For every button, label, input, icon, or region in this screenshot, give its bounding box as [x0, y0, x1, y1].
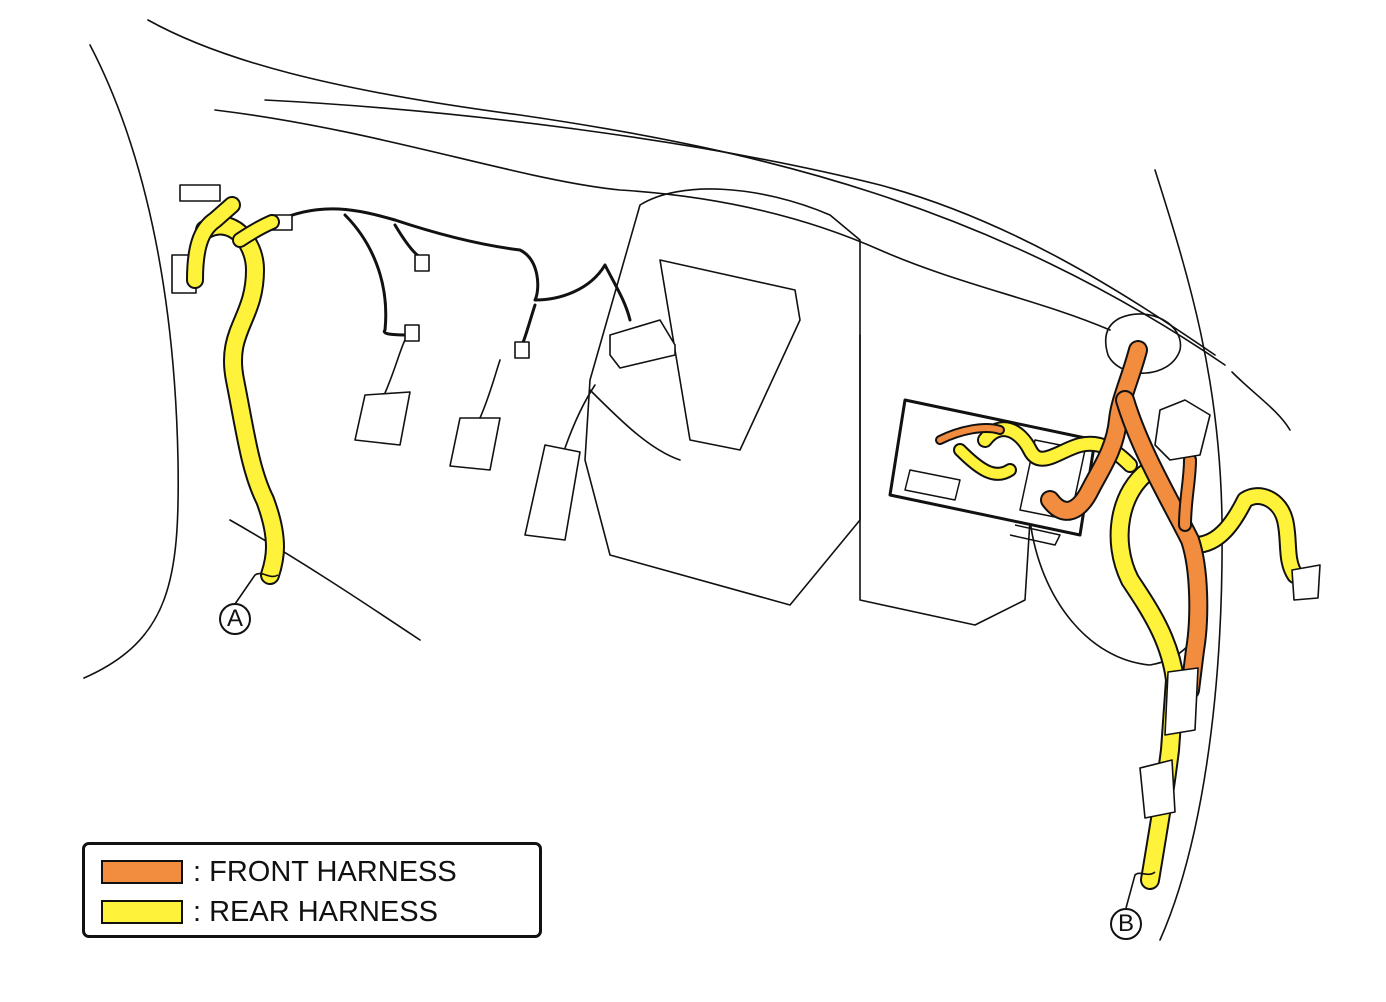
dash-wiring-branch-2	[393, 223, 427, 260]
brake-pedal	[449, 359, 501, 471]
connector-right-lower	[1139, 759, 1176, 819]
connector-left-top	[179, 184, 221, 202]
callout-a-label: A	[226, 605, 243, 632]
glovebox-outline	[859, 334, 1031, 626]
dash-top-outline	[147, 19, 1226, 366]
legend-box: : FRONT HARNESS : REAR HARNESS	[82, 842, 542, 938]
callout-b-leader	[1125, 871, 1156, 909]
connector-dash-c	[514, 341, 530, 359]
dash-wiring	[273, 207, 632, 322]
front-harness	[935, 340, 1209, 700]
front-harness-swatch	[101, 860, 183, 884]
dash-top-inner-line	[264, 99, 1216, 356]
connector-right-upper	[1154, 399, 1211, 461]
callout-a-leader	[234, 572, 279, 605]
connector-right-side	[1291, 564, 1321, 601]
module-center	[609, 319, 676, 369]
legend-label-rear-harness: : REAR HARNESS	[193, 895, 438, 928]
dash-wiring-branch	[343, 213, 412, 337]
callout-b-label: B	[1117, 910, 1134, 937]
center-console-outline	[584, 188, 861, 606]
callout-a: A	[219, 603, 251, 635]
dash-lower-edge	[214, 109, 1111, 331]
connector-right-mid	[1164, 667, 1199, 736]
connector-dash-a	[414, 254, 430, 272]
grommet	[1104, 313, 1182, 374]
a-pillar-outline	[83, 44, 180, 679]
connector-dash-b	[404, 324, 420, 342]
floor-line-left	[229, 519, 421, 641]
console-side	[589, 389, 681, 461]
legend-item-front-harness: : FRONT HARNESS	[101, 855, 457, 888]
rear-harness-swatch	[101, 900, 183, 924]
clutch-pedal	[354, 339, 411, 446]
console-panel	[659, 259, 801, 451]
callout-b: B	[1110, 908, 1142, 940]
legend-label-front-harness: : FRONT HARNESS	[193, 855, 457, 888]
legend-item-rear-harness: : REAR HARNESS	[101, 895, 438, 928]
right-door-line	[1231, 371, 1291, 431]
accelerator-pedal	[524, 384, 596, 541]
